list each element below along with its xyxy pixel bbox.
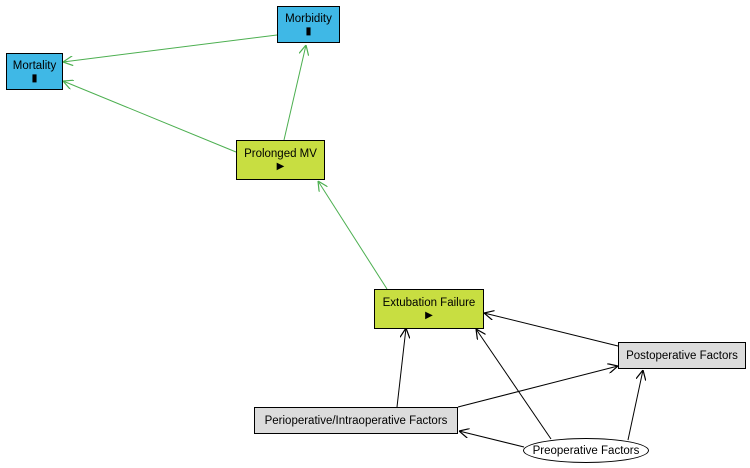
edge-preoperative-to-extubation-failure	[476, 329, 552, 440]
edge-extubation-failure-to-prolonged-mv	[318, 181, 388, 290]
edge-prolonged-mv-to-morbidity	[283, 45, 306, 141]
node-prolonged-mv[interactable]: Prolonged MV ▶	[236, 140, 325, 180]
exposure-marker-icon: ▶	[276, 161, 285, 172]
edge-perioperative-to-postoperative	[457, 366, 618, 408]
edge-postoperative-to-extubation-failure	[484, 313, 619, 347]
node-perioperative-factors[interactable]: Perioperative/Intraoperative Factors	[254, 407, 458, 434]
edge-perioperative-to-extubation-failure	[396, 328, 406, 408]
node-label: Preoperative Factors	[532, 444, 640, 457]
adjusted-marker-icon: ▮	[31, 72, 38, 84]
node-label: Postoperative Factors	[626, 349, 738, 362]
node-postoperative-factors[interactable]: Postoperative Factors	[618, 342, 746, 369]
edge-preoperative-to-postoperative	[627, 370, 643, 441]
node-label: Morbidity	[285, 12, 332, 25]
adjusted-marker-icon: ▮	[305, 25, 312, 37]
node-mortality[interactable]: Mortality ▮	[6, 53, 63, 90]
exposure-marker-icon: ▶	[425, 310, 433, 321]
node-label: Perioperative/Intraoperative Factors	[264, 414, 448, 427]
edge-prolonged-mv-to-mortality	[63, 81, 237, 153]
edge-morbidity-to-mortality	[63, 34, 278, 62]
edge-preoperative-to-perioperative	[459, 431, 525, 448]
node-label: Prolonged MV	[244, 148, 317, 160]
node-extubation-failure[interactable]: Extubation Failure ▶	[374, 289, 484, 329]
node-label: Mortality	[12, 59, 57, 72]
node-label: Extubation Failure	[382, 297, 476, 309]
node-morbidity[interactable]: Morbidity ▮	[277, 6, 340, 43]
node-preoperative-factors[interactable]: Preoperative Factors	[523, 438, 649, 463]
